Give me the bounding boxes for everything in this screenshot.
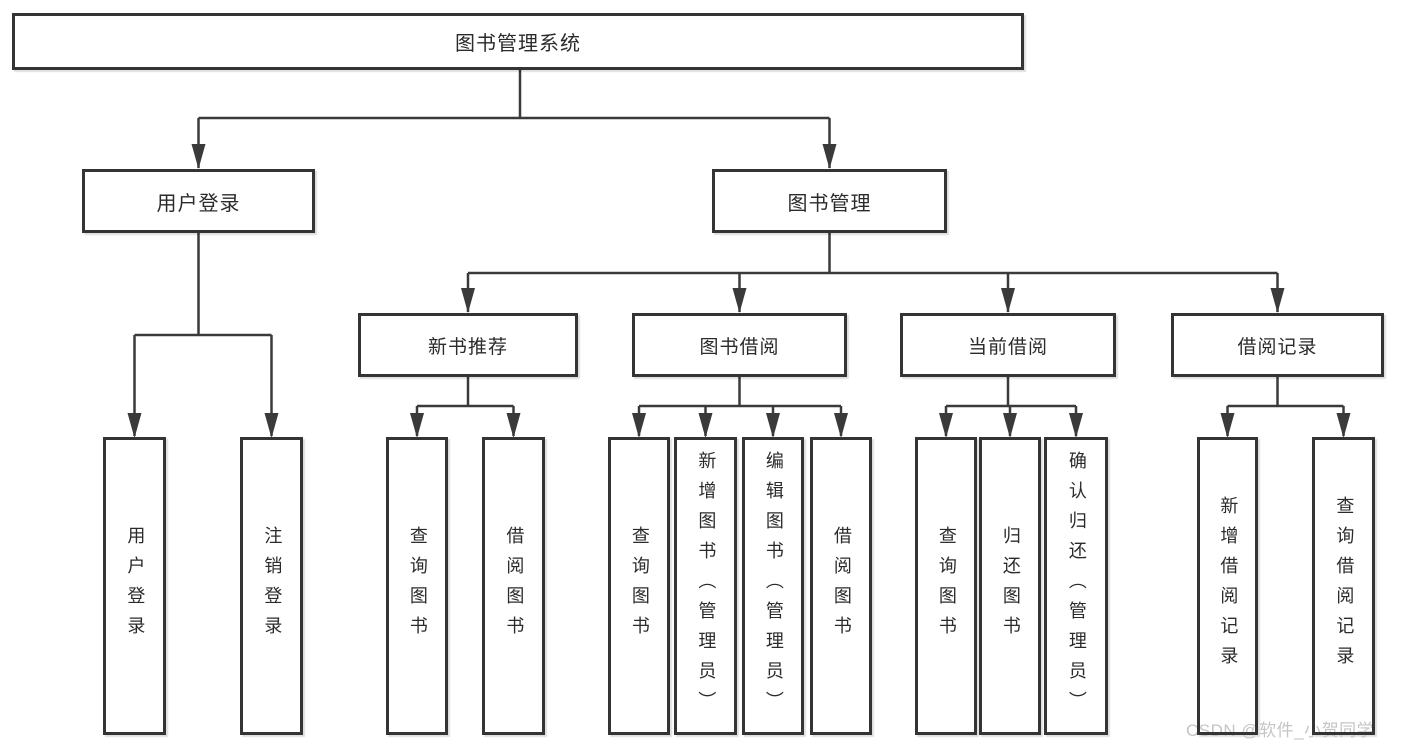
leaf-records-add-record: 新增借阅记录 [1197,437,1258,735]
node-current-borrowing: 当前借阅 [900,313,1116,377]
leaf-label: 编辑图书（管理员） [763,451,784,721]
node-user-login: 用户登录 [82,169,315,233]
arrowhead-down-icon [264,413,279,438]
leaf-label: 用户登录 [125,526,146,646]
arrowhead-down-icon [732,288,747,313]
leaf-current-confirm-return-admin: 确认归还（管理员） [1044,437,1108,735]
node-borrowing-records: 借阅记录 [1171,313,1384,377]
arrowhead-down-icon [191,144,206,169]
leaf-borrow-query-books: 查询图书 [608,437,670,735]
arrowhead-down-icon [1270,288,1285,313]
leaf-recommend-borrow-books: 借阅图书 [482,437,545,735]
node-book-management: 图书管理 [712,169,947,233]
leaf-label: 注销登录 [262,526,283,646]
arrowhead-down-icon [1220,413,1235,438]
node-new-book-recommendation: 新书推荐 [358,313,578,377]
node-book-borrowing: 图书借阅 [632,313,847,377]
leaf-borrow-edit-books-admin: 编辑图书（管理员） [742,437,804,735]
arrowhead-down-icon [1069,413,1083,438]
leaf-user-login: 用户登录 [103,437,166,735]
arrowhead-down-icon [1003,413,1017,438]
leaf-label: 新增图书（管理员） [696,451,717,721]
leaf-label: 查询借阅记录 [1334,496,1355,676]
node-library-system: 图书管理系统 [12,13,1024,70]
leaf-borrow-add-books-admin: 新增图书（管理员） [674,437,737,735]
arrowhead-down-icon [698,413,713,438]
leaf-label: 借阅图书 [831,526,852,646]
watermark: CSDN @软件_小贺同学 [1186,721,1375,740]
leaf-label: 归还图书 [1000,526,1021,646]
leaf-label: 新增借阅记录 [1218,496,1239,676]
leaf-current-return-books: 归还图书 [979,437,1041,735]
leaf-recommend-query-books: 查询图书 [386,437,448,735]
arrowhead-down-icon [939,413,953,438]
arrowhead-down-icon [822,144,837,169]
leaf-label: 查询图书 [936,526,957,646]
arrowhead-down-icon [632,413,646,438]
leaf-label: 确认归还（管理员） [1066,451,1087,721]
leaf-label: 借阅图书 [504,526,525,646]
arrowhead-down-icon [766,413,780,438]
leaf-borrow-borrow-books: 借阅图书 [810,437,872,735]
leaf-label: 查询图书 [629,526,650,646]
arrowhead-down-icon [410,413,424,438]
arrowhead-down-icon [127,413,142,438]
leaf-logout: 注销登录 [240,437,303,735]
arrowhead-down-icon [1001,288,1015,313]
arrowhead-down-icon [834,413,848,438]
arrowhead-down-icon [1336,413,1351,438]
leaf-records-query-record: 查询借阅记录 [1312,437,1375,735]
arrowhead-down-icon [461,288,475,313]
leaf-label: 查询图书 [407,526,428,646]
leaf-current-query-books: 查询图书 [915,437,977,735]
arrowhead-down-icon [506,413,521,438]
